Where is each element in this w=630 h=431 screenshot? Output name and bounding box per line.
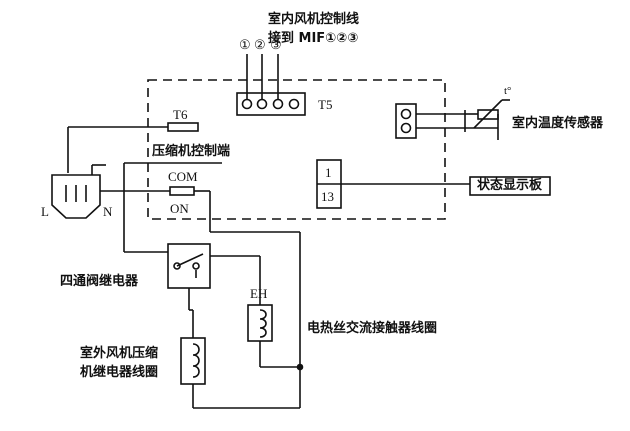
eh-label: EH	[250, 286, 268, 301]
connector-13-label: 13	[321, 189, 334, 204]
pin-number-1: ①	[239, 37, 251, 52]
indoor-temp-sensor-label: 室内温度传感器	[512, 116, 604, 131]
connect-mif-label: 接到 MIF①②③	[268, 31, 359, 46]
outdoor-coil-icon	[180, 337, 206, 385]
status-board-label: 状态显示板	[477, 178, 543, 193]
relay-switch-icon	[167, 243, 211, 289]
t6-terminal	[167, 122, 199, 132]
outdoor-relay-label-line2: 机继电器线圈	[80, 365, 159, 380]
on-label: ON	[170, 201, 189, 216]
indoor-fan-wires	[246, 54, 279, 99]
n-label: N	[103, 204, 113, 219]
plug-icon	[51, 164, 106, 219]
t5-connector	[236, 92, 306, 116]
l-label: L	[41, 204, 49, 219]
heater-contactor-coil-label: 电热丝交流接触器线圈	[307, 321, 438, 336]
com-on-terminal	[169, 186, 195, 196]
status-board-box	[469, 176, 551, 196]
t5-label: T5	[318, 97, 333, 112]
sensor-connector	[395, 103, 466, 139]
four-way-relay-label: 四通阀继电器	[60, 274, 139, 289]
eh-coil-icon	[247, 304, 273, 342]
pin-number-2: ②	[254, 37, 266, 52]
sensor-t-label: t°	[504, 85, 512, 97]
pin-number-3: ③	[270, 37, 282, 52]
control-board-outline	[147, 79, 446, 220]
outdoor-relay-label-line1: 室外风机压缩	[80, 346, 159, 361]
thermistor-icon	[465, 99, 510, 140]
t6-label: T6	[173, 107, 188, 122]
indoor-fan-line-label: 室内风机控制线	[268, 12, 360, 27]
com-label: COM	[168, 169, 198, 184]
connector-1-label: 1	[325, 165, 332, 180]
junction-dot	[296, 363, 304, 371]
compressor-ctrl-label: 压缩机控制端	[152, 144, 231, 159]
